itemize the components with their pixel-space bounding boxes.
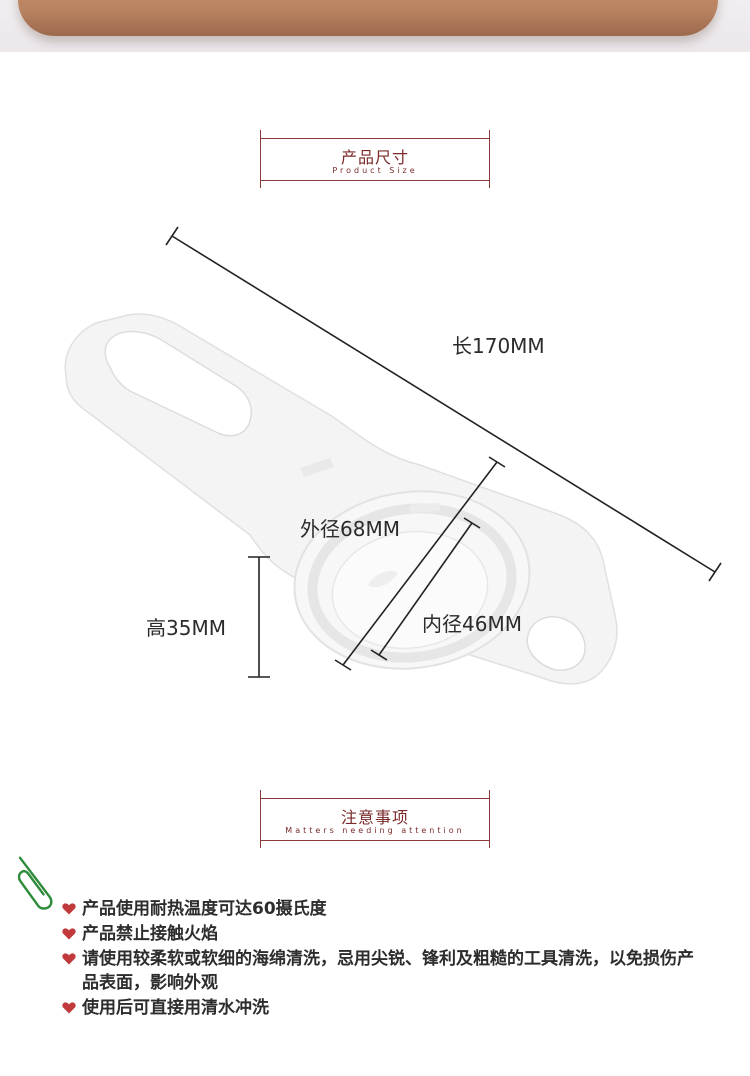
length-label: 长170MM [452,334,545,358]
dimension-diagram: 长170MM 外径68MM 内径46MM 高35MM [0,215,750,705]
section-title-en: Product Size [332,166,418,175]
length-dimension-line [171,235,716,573]
egg-separator [64,313,618,685]
product-size-title: 产品尺寸 Product Size [260,130,490,188]
heart-icon [62,1002,76,1014]
inner-diameter-line [378,522,473,656]
separator-illustration [64,226,722,685]
note-item: 使用后可直接用清水冲洗 [60,996,700,1020]
note-text: 请使用较柔软或软细的海绵清洗，忌用尖锐、锋利及粗糙的工具清洗，以免损伤产品表面，… [82,949,694,993]
inner-diameter-label: 内径46MM [422,612,522,636]
heart-icon [62,953,76,965]
note-item: 请使用较柔软或软细的海绵清洗，忌用尖锐、锋利及粗糙的工具清洗，以免损伤产品表面，… [60,947,700,995]
outer-diameter-line [342,461,498,666]
section-title-cn: 产品尺寸 [340,148,409,167]
paperclip-icon [18,856,53,910]
heart-icon [62,903,76,915]
note-item: 产品使用耐热温度可达60摄氏度 [60,897,700,921]
notes-list: 产品使用耐热温度可达60摄氏度 产品禁止接触火焰 请使用较柔软或软细的海绵清洗，… [60,897,700,1020]
note-text: 使用后可直接用清水冲洗 [82,998,269,1018]
note-text: 产品使用耐热温度可达60摄氏度 [82,899,327,919]
outer-diameter-label: 外径68MM [300,517,400,541]
notes-title-en: Matters needing attention [285,826,465,835]
note-item: 产品禁止接触火焰 [60,922,700,946]
top-board-image [0,0,750,52]
notes-title-cn: 注意事项 [340,808,409,827]
note-text: 产品禁止接触火焰 [82,924,218,944]
wooden-board [18,0,718,36]
notes-title: 注意事项 Matters needing attention [260,790,490,848]
heart-icon [62,928,76,940]
height-label: 高35MM [146,616,226,640]
